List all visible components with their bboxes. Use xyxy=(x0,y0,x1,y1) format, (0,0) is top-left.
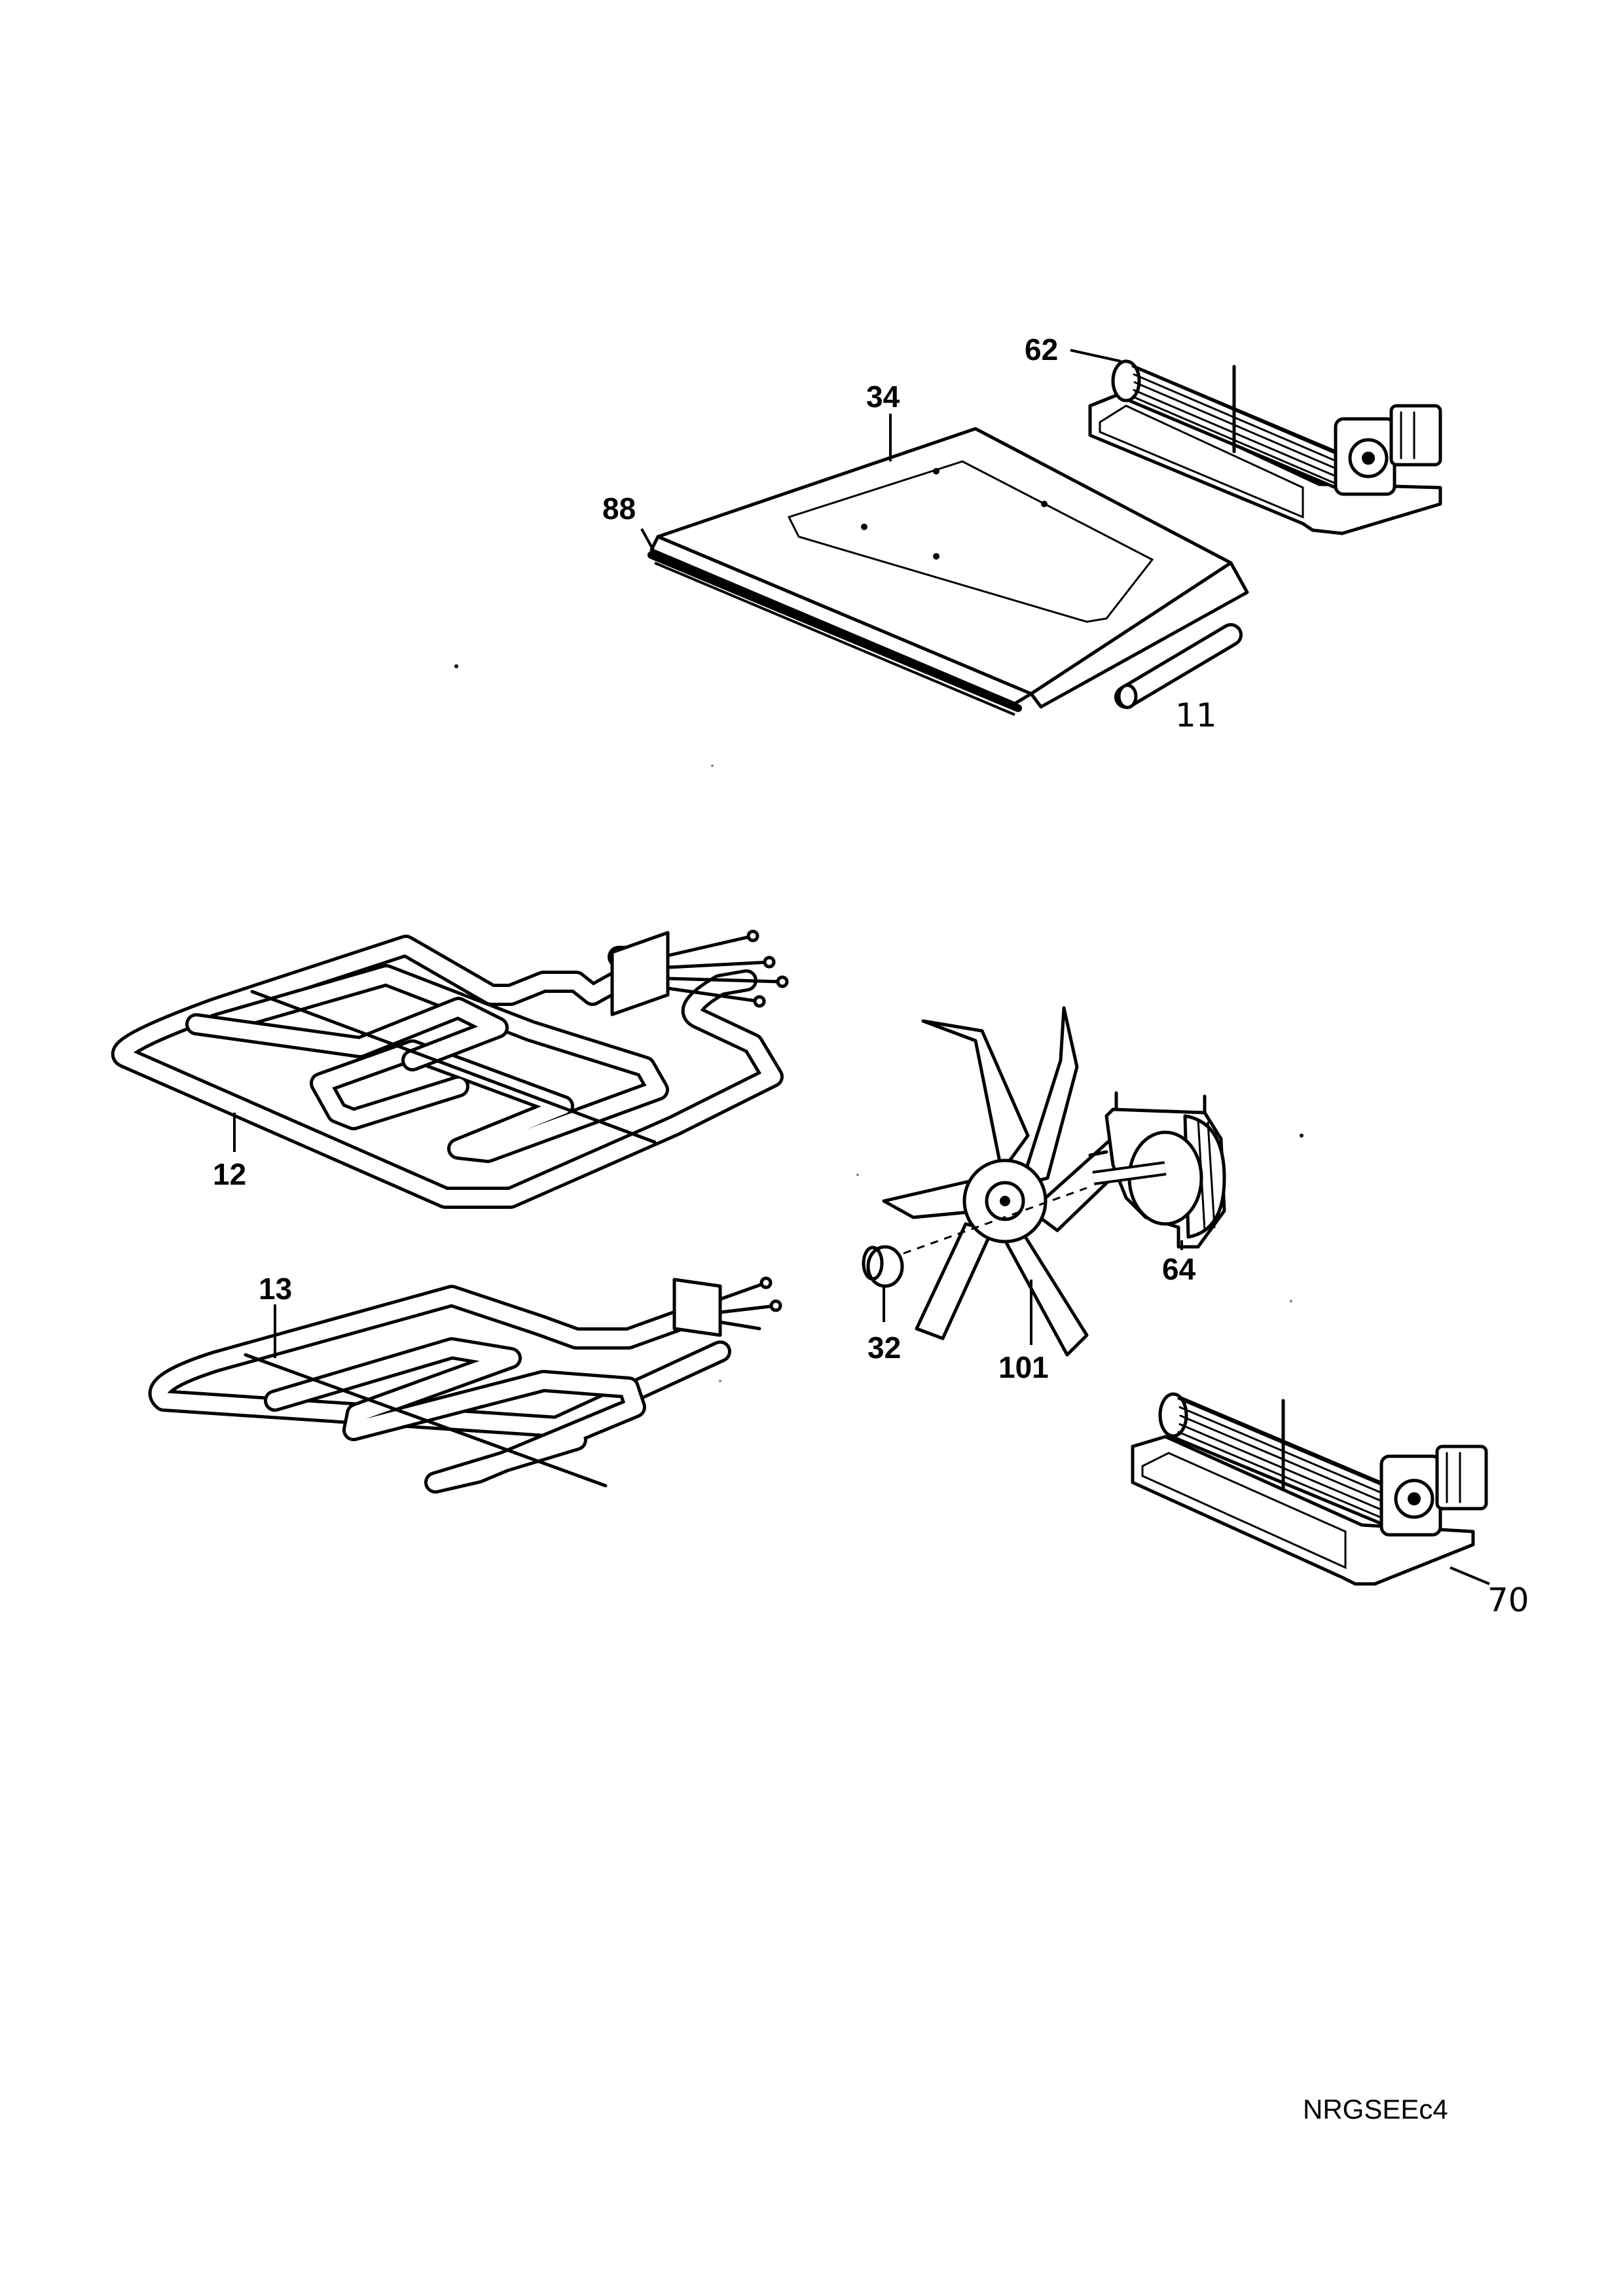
part-32-nut xyxy=(862,1187,1087,1288)
part-88-seal-strip xyxy=(647,551,1022,716)
label-11: 11 xyxy=(1175,696,1217,734)
label-101: 101 xyxy=(998,1350,1049,1384)
label-13: 13 xyxy=(259,1272,292,1306)
part-12-grill-element xyxy=(111,929,789,1209)
reference-code: NRGSEEc4 xyxy=(1303,2094,1448,2125)
part-11-rod xyxy=(1114,623,1243,709)
label-32: 32 xyxy=(867,1331,901,1365)
part-64-fan-motor xyxy=(1088,1091,1226,1249)
part-13-lower-element xyxy=(148,1276,782,1494)
part-62-tangential-fan xyxy=(1088,359,1442,535)
part-70-tangential-fan xyxy=(1131,1392,1488,1586)
label-34: 34 xyxy=(866,380,900,414)
label-62: 62 xyxy=(1025,332,1058,367)
label-12: 12 xyxy=(213,1157,246,1191)
leader-lines xyxy=(233,349,1490,1585)
label-88: 88 xyxy=(602,492,636,526)
label-70: 70 xyxy=(1487,1581,1529,1619)
scan-specks xyxy=(454,664,1304,1382)
label-64: 64 xyxy=(1162,1252,1196,1286)
part-34-top-cover xyxy=(649,427,1249,709)
